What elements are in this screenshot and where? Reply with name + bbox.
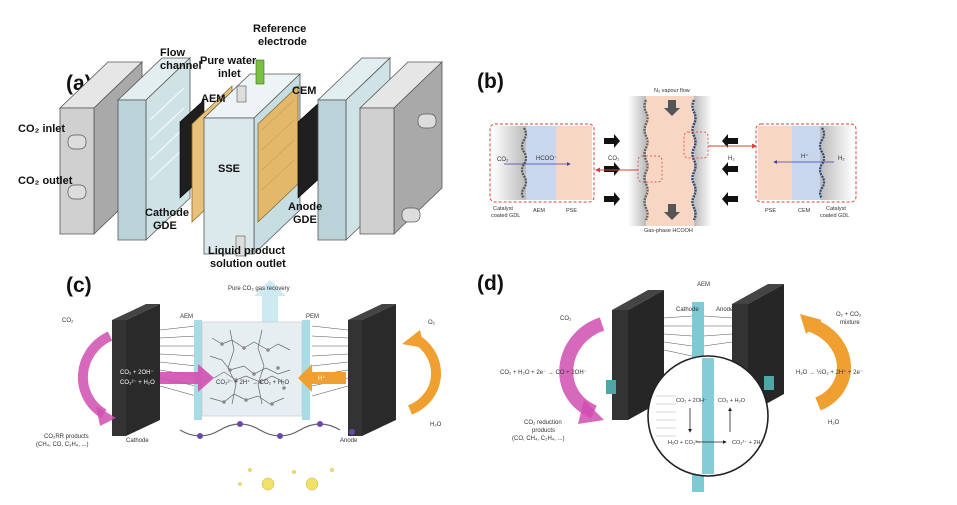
- svg-text:Pure CO₂ gas recovery: Pure CO₂ gas recovery: [228, 286, 290, 292]
- recovery-arrow: [254, 280, 286, 322]
- svg-text:Cathode: Cathode: [676, 307, 699, 313]
- cathode-transport-arrow: [160, 364, 214, 392]
- svg-text:Anode: Anode: [716, 307, 734, 313]
- polymer-chain: [179, 423, 341, 437]
- svg-text:AEM: AEM: [697, 282, 710, 288]
- svg-text:H⁺: H⁺: [318, 375, 326, 382]
- panel-b-label: (b): [477, 70, 504, 93]
- svg-text:HCOO⁻: HCOO⁻: [536, 156, 557, 162]
- eq-left-c: CO₂ + 2OH⁻CO₃²⁻ + H₂O: [120, 370, 155, 386]
- svg-text:CO₃²⁻ + 2H⁺ → CO₂ + H₂O: CO₃²⁻ + 2H⁺ → CO₂ + H₂O: [216, 379, 289, 386]
- svg-text:CO₂ + H₂O + 2e⁻ → CO + 2OH⁻: CO₂ + H₂O + 2e⁻ → CO + 2OH⁻: [500, 370, 587, 376]
- cem-label: CEM: [292, 85, 316, 97]
- svg-text:H⁺: H⁺: [801, 153, 809, 160]
- panel-a: (a): [18, 23, 443, 270]
- svg-text:AEM: AEM: [180, 314, 193, 320]
- svg-text:AEM: AEM: [533, 208, 545, 214]
- svg-text:Cathode: Cathode: [126, 438, 149, 444]
- panel-d-label: (d): [477, 272, 504, 295]
- svg-text:H₂O → ½O₂ + 2H⁺ + 2e⁻: H₂O → ½O₂ + 2H⁺ + 2e⁻: [796, 369, 863, 376]
- reference-electrode: [255, 59, 265, 85]
- panel-d: (d): [477, 272, 863, 492]
- co2-outlet-label: CO₂ outlet: [18, 175, 73, 187]
- co2-inlet-label: CO₂ inlet: [18, 123, 65, 135]
- svg-text:Gas-phase HCOOH: Gas-phase HCOOH: [644, 228, 693, 234]
- anode-transport-arrow: [298, 364, 346, 392]
- co2-inlet-port: [67, 134, 87, 150]
- panel-c-label: (c): [66, 274, 92, 297]
- center-cell: N₂ vapour flow Gas-phase HCOOH CO₂ H₂: [595, 88, 757, 234]
- svg-text:CEM: CEM: [798, 208, 811, 214]
- svg-text:PSE: PSE: [765, 208, 776, 214]
- co2rr-products: CO₂RR products(CH₄, CO, C₂H₄, ...): [36, 434, 89, 448]
- panel-c: (c) Pure CO₂ gas recovery: [36, 274, 442, 491]
- svg-text:CO₂: CO₂: [560, 316, 572, 322]
- cathode-plate-c: [112, 304, 197, 436]
- anode-plate-c: [311, 304, 396, 436]
- svg-text:PSE: PSE: [566, 208, 577, 214]
- teal-port-left: [606, 380, 616, 394]
- polymer-groups: [197, 421, 355, 439]
- svg-text:N₂ vapour flow: N₂ vapour flow: [654, 88, 690, 94]
- svg-text:O₂: O₂: [428, 320, 436, 326]
- flow-channel-plate: [117, 57, 191, 241]
- svg-text:H₂: H₂: [838, 156, 845, 162]
- teal-port-right: [764, 376, 774, 390]
- svg-text:H₂O + CO₃²⁻: H₂O + CO₃²⁻: [668, 440, 700, 446]
- svg-text:CO₂: CO₂: [608, 156, 620, 162]
- svg-text:H₂: H₂: [728, 156, 735, 162]
- pure-water-inlet-tube: [236, 85, 247, 103]
- pink-curve-c: [77, 331, 113, 419]
- pink-curve-d: [559, 317, 605, 419]
- inset-catalyst-lines: [656, 395, 676, 437]
- svg-text:CO₂ + 2OH⁻: CO₂ + 2OH⁻: [676, 398, 707, 404]
- right-end-plate: [359, 61, 443, 235]
- co2-outlet-port: [67, 184, 87, 200]
- chamber: [201, 321, 303, 417]
- svg-text:H₂O: H₂O: [430, 422, 442, 428]
- svg-text:H₂O: H₂O: [828, 420, 840, 426]
- sse-label: SSE: [218, 163, 240, 175]
- orange-curve-d: [805, 317, 851, 411]
- svg-text:CO₂: CO₂: [497, 157, 509, 163]
- svg-text:Anode: Anode: [340, 438, 358, 444]
- liquid-outlet-tube: [235, 235, 246, 257]
- right-black-arrows: [722, 134, 738, 206]
- orange-curve-c: [407, 333, 441, 415]
- svg-text:PEM: PEM: [306, 314, 319, 320]
- aem-label: AEM: [201, 93, 225, 105]
- left-black-arrows: [604, 134, 620, 206]
- svg-text:CO₂: CO₂: [62, 318, 74, 324]
- svg-text:CO₃²⁻ + 2H⁺: CO₃²⁻ + 2H⁺: [732, 439, 764, 446]
- network-nodes: [220, 342, 286, 406]
- small-particles: [238, 468, 334, 491]
- svg-text:CO₂ + H₂O: CO₂ + H₂O: [718, 398, 746, 404]
